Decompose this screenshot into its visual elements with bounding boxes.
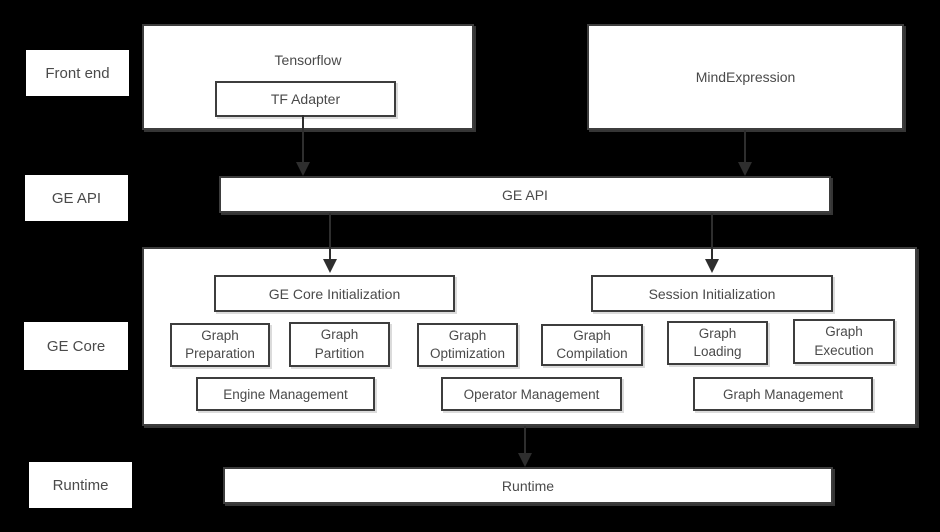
arrow-shaft (524, 426, 526, 453)
manager-box-operator-management: Operator Management (441, 377, 622, 411)
row-label-front-end: Front end (26, 50, 129, 96)
row-label-ge-core: GE Core (24, 322, 128, 370)
tensorflow-label: Tensorflow (274, 52, 342, 68)
arrow-ge-api-to-session-init (705, 213, 719, 273)
arrow-head-icon (705, 259, 719, 273)
arrow-tf-adapter-to-ge-api (296, 115, 310, 176)
module-box-graph-preparation: Graph Preparation (170, 323, 270, 367)
arrow-head-icon (518, 453, 532, 467)
row-label-runtime: Runtime (29, 462, 132, 508)
manager-box-graph-management: Graph Management (693, 377, 873, 411)
module-box-graph-optimization: Graph Optimization (417, 323, 518, 367)
tensorflow-box: Tensorflow TF Adapter (142, 24, 474, 130)
module-box-graph-compilation: Graph Compilation (541, 324, 643, 366)
arrow-shaft (744, 130, 746, 162)
arrow-shaft (302, 115, 304, 162)
mindexpression-box: MindExpression (587, 24, 904, 130)
arrow-ge-api-to-ge-core-init (323, 213, 337, 273)
row-label-ge-api: GE API (25, 175, 128, 221)
module-box-graph-partition: Graph Partition (289, 322, 390, 367)
arrow-shaft (711, 213, 713, 259)
arrow-mindexpression-to-ge-api (738, 130, 752, 176)
ge-core-container: GE Core Initialization Session Initializ… (142, 247, 917, 426)
arrow-shaft (329, 213, 331, 259)
tf-adapter-box: TF Adapter (215, 81, 396, 117)
session-initialization-box: Session Initialization (591, 275, 833, 312)
module-box-graph-loading: Graph Loading (667, 321, 768, 365)
arrow-ge-core-to-runtime (518, 426, 532, 467)
manager-box-engine-management: Engine Management (196, 377, 375, 411)
runtime-bar: Runtime (223, 467, 833, 504)
ge-api-bar: GE API (219, 176, 831, 213)
arrow-head-icon (738, 162, 752, 176)
ge-core-initialization-box: GE Core Initialization (214, 275, 455, 312)
module-box-graph-execution: Graph Execution (793, 319, 895, 364)
arrow-head-icon (296, 162, 310, 176)
arrow-head-icon (323, 259, 337, 273)
